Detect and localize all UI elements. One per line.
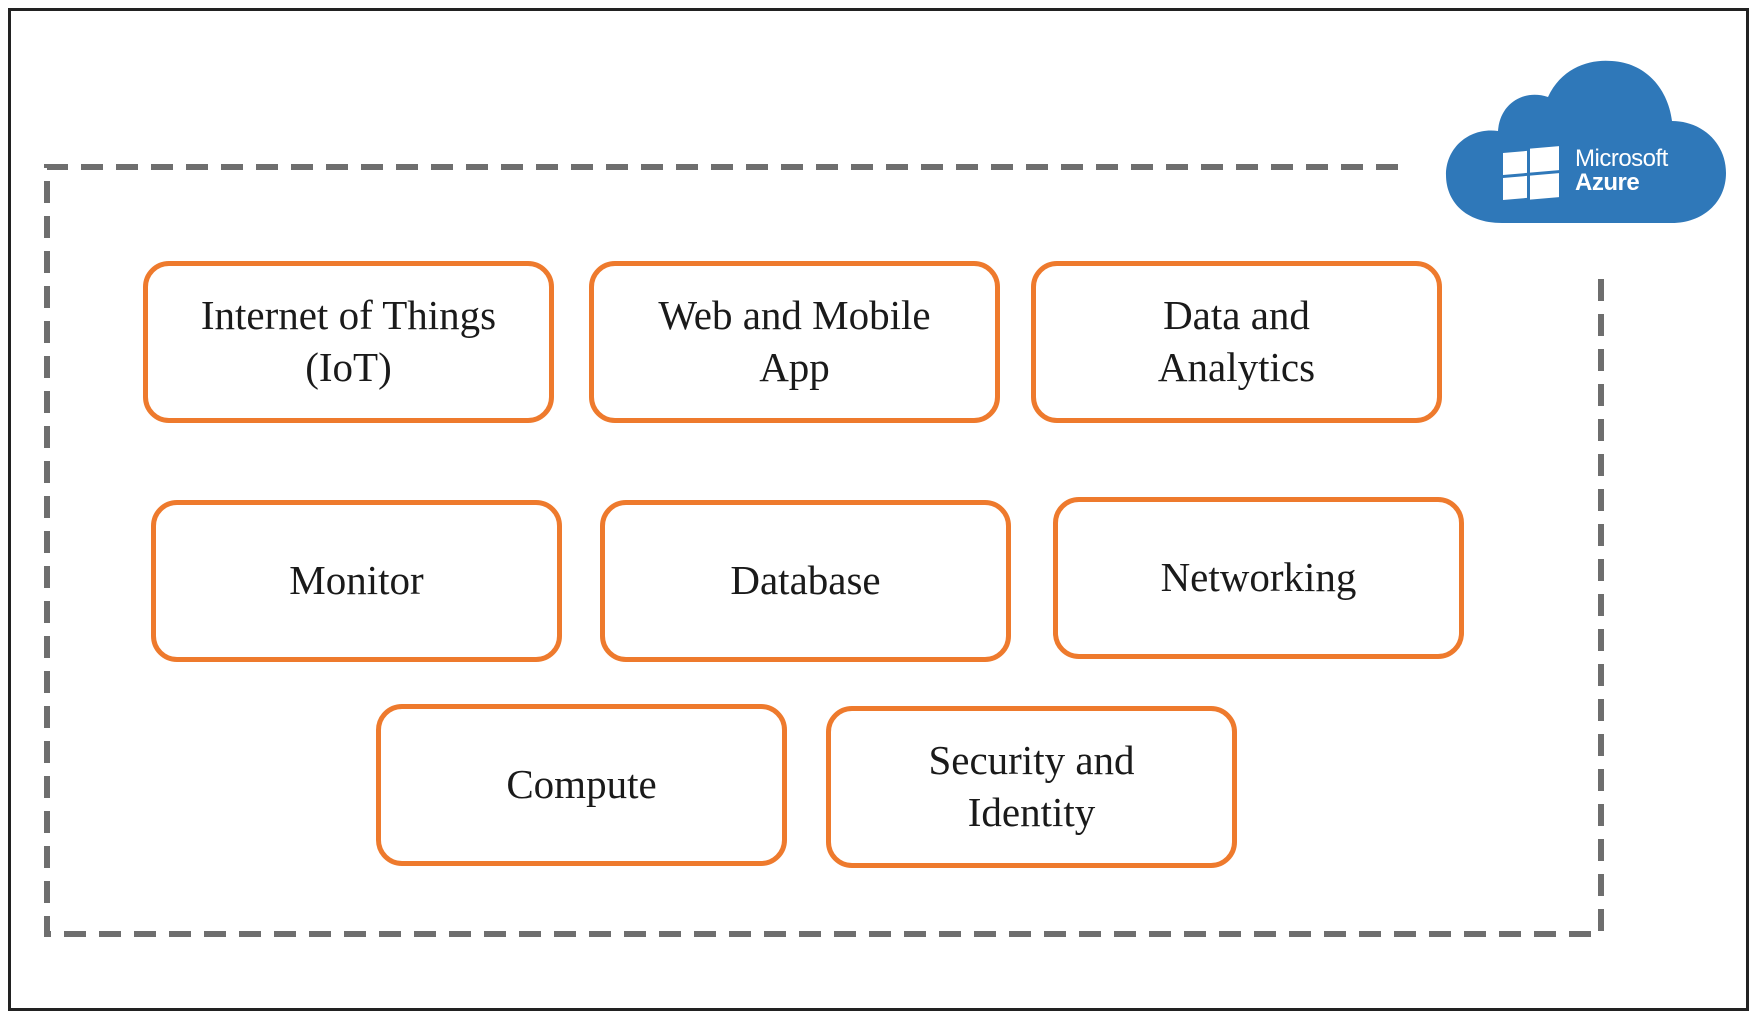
cloud-icon bbox=[1446, 60, 1726, 224]
service-box-security-identity: Security and Identity bbox=[826, 706, 1237, 868]
service-box-monitor: Monitor bbox=[151, 500, 562, 662]
service-box-compute: Compute bbox=[376, 704, 787, 866]
windows-logo-icon bbox=[1503, 146, 1559, 200]
service-box-database: Database bbox=[600, 500, 1011, 662]
logo-brand-line2: Azure bbox=[1575, 169, 1640, 196]
logo-brand-line1: Microsoft bbox=[1575, 145, 1668, 172]
service-box-networking: Networking bbox=[1053, 497, 1464, 659]
service-box-web-mobile: Web and Mobile App bbox=[589, 261, 1000, 423]
service-box-data-analytics: Data and Analytics bbox=[1031, 261, 1442, 423]
service-box-iot: Internet of Things (IoT) bbox=[143, 261, 554, 423]
